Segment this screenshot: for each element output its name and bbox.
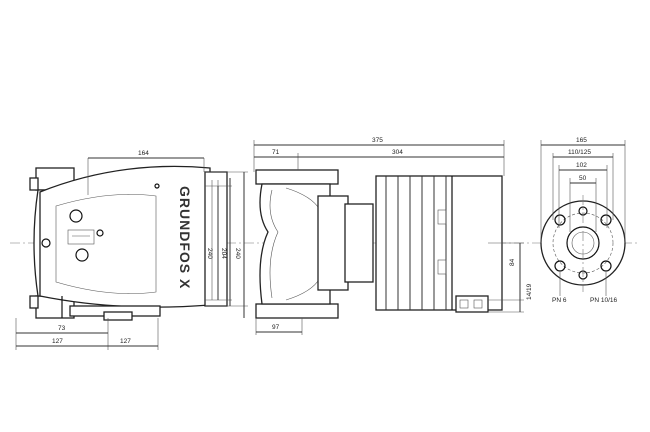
dim-204: 204 [220,248,227,259]
dim-240-b: 240 [234,248,241,259]
dim-127-right: 127 [120,338,131,345]
label-pn-10-16: PN 10/16 [590,297,617,304]
side-view [255,169,503,319]
dim-127-left: 127 [52,338,63,345]
dim-304: 304 [392,149,403,156]
dim-71: 71 [272,149,280,156]
brand-logo: GRUNDFOS X [177,186,193,289]
dim-84: 84 [509,258,516,266]
flange-view [540,195,626,292]
dim-102: 102 [576,162,587,169]
dim-73: 73 [58,325,66,332]
flange-dimensions: 165 110/125 102 50 PN 6 PN 10/16 [540,137,626,304]
dim-240-a: 240 [206,248,213,259]
dim-375: 375 [372,137,383,144]
side-dimensions: 375 71 304 97 84 14/19 [253,137,533,335]
label-pn-6: PN 6 [552,297,567,304]
dim-97: 97 [272,324,280,331]
front-dimensions: 164 240 204 240 73 127 127 [15,150,248,350]
front-view: GRUNDFOS X [29,165,228,321]
dim-165: 165 [576,137,587,144]
dim-164: 164 [138,150,149,157]
dim-50: 50 [579,175,587,182]
dim-14-19: 14/19 [526,283,533,300]
dim-110-125: 110/125 [568,149,591,156]
